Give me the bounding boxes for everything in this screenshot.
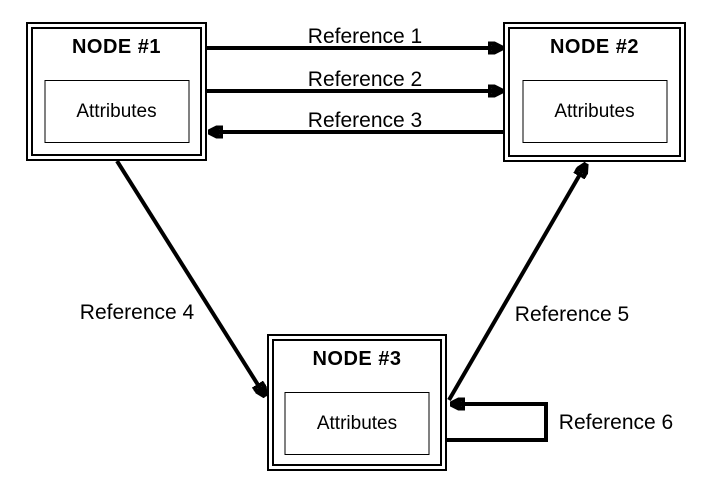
node-3-attributes-box: Attributes xyxy=(284,392,430,455)
node-1: NODE #1 Attributes xyxy=(26,22,207,161)
node-1-attributes-box: Attributes xyxy=(44,80,189,143)
node-3-title: NODE #3 xyxy=(312,348,402,370)
node-2-attributes-box: Attributes xyxy=(522,80,667,143)
reference-1-label: Reference 1 xyxy=(307,25,423,48)
node-1-inner-border xyxy=(31,27,202,156)
reference-3-label: Reference 3 xyxy=(307,109,423,132)
reference-5-arrow xyxy=(447,164,586,402)
node-2-title: NODE #2 xyxy=(549,36,640,58)
reference-4-arrow xyxy=(115,159,265,396)
node-3-inner-border xyxy=(272,339,442,466)
node-2-inner-border xyxy=(508,27,681,157)
node-1-title: NODE #1 xyxy=(71,36,162,58)
reference-6-label: Reference 6 xyxy=(558,411,674,434)
reference-4-label: Reference 4 xyxy=(79,301,195,324)
node-2: NODE #2 Attributes xyxy=(503,22,686,162)
node-3-attributes-label: Attributes xyxy=(316,412,398,434)
node-3: NODE #3 Attributes xyxy=(267,334,447,471)
node-1-attributes-label: Attributes xyxy=(76,100,157,122)
reference-6-self-loop-arrow xyxy=(447,404,548,442)
reference-5-label: Reference 5 xyxy=(514,303,630,326)
node-2-attributes-label: Attributes xyxy=(554,100,635,122)
reference-2-label: Reference 2 xyxy=(307,68,423,91)
